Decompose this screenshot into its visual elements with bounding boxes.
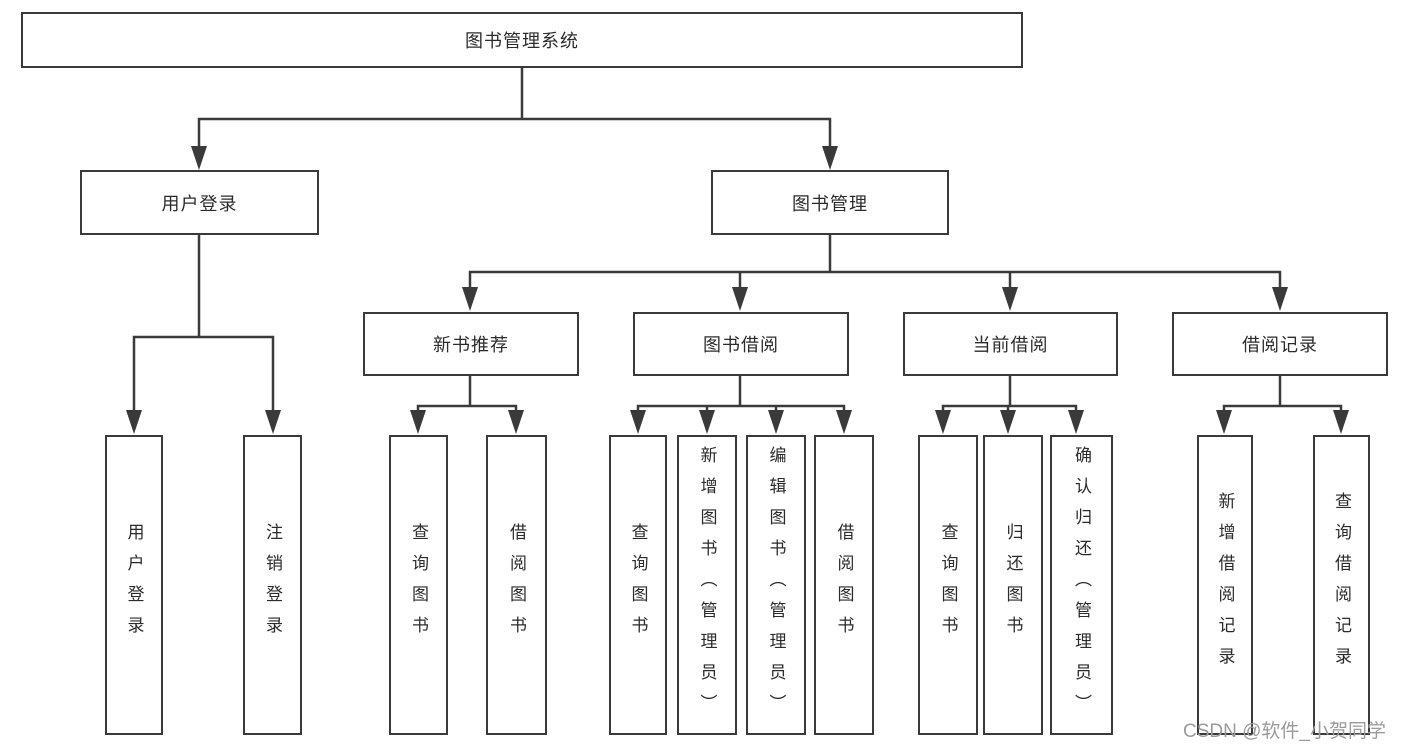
node-new-book-recommendation: 新书推荐 bbox=[363, 312, 579, 376]
arrowhead-to-user-login bbox=[191, 146, 207, 170]
leaf-logout: 注销登录 bbox=[243, 435, 302, 735]
leaf-confirm-return-admin: 确认归还（管理员） bbox=[1050, 435, 1113, 735]
leaf-return-books-label: 归还图书 bbox=[1003, 523, 1023, 647]
leaf-add-books-admin: 新增图书（管理员） bbox=[677, 435, 737, 735]
leaf-query-borrow-record: 查询借阅记录 bbox=[1313, 435, 1370, 735]
arrowhead-to-leaf-logout bbox=[265, 410, 281, 434]
leaf-query-books-1: 查询图书 bbox=[389, 435, 448, 735]
arrowhead-to-leaf-query-books-2 bbox=[630, 410, 646, 434]
arrowhead-to-leaf-edit-books bbox=[768, 410, 784, 434]
node-book-management: 图书管理 bbox=[711, 170, 949, 235]
arrowhead-to-new-book-recommendation bbox=[462, 287, 478, 311]
arrowhead-to-borrowing-records bbox=[1272, 287, 1288, 311]
arrowhead-to-current-borrowing bbox=[1002, 287, 1018, 311]
arrowhead-to-leaf-query-books-1 bbox=[410, 410, 426, 434]
leaf-confirm-return-admin-label: 确认归还（管理员） bbox=[1072, 445, 1091, 725]
arrowhead-to-leaf-add-books bbox=[699, 410, 715, 434]
leaf-user-login-label: 用户登录 bbox=[124, 523, 144, 647]
connector-book-borrowing-branch bbox=[636, 374, 846, 414]
connector-book-management-branch bbox=[468, 233, 1282, 291]
node-library-management-system: 图书管理系统 bbox=[21, 12, 1023, 68]
arrowhead-to-leaf-add-borrow-record bbox=[1216, 410, 1232, 434]
arrowhead-to-book-management bbox=[822, 146, 838, 170]
node-borrowing-records: 借阅记录 bbox=[1172, 312, 1388, 376]
node-borrowing-records-label: 借阅记录 bbox=[1242, 335, 1318, 355]
leaf-add-borrow-record: 新增借阅记录 bbox=[1197, 435, 1253, 735]
connector-new-book-recommendation-branch bbox=[416, 374, 518, 414]
arrowhead-to-leaf-borrow-books-1 bbox=[508, 410, 524, 434]
arrowhead-to-leaf-return-books bbox=[1000, 410, 1016, 434]
leaf-borrow-books-2: 借阅图书 bbox=[814, 435, 874, 735]
arrowhead-to-book-borrowing bbox=[732, 287, 748, 311]
node-book-borrowing-label: 图书借阅 bbox=[703, 335, 779, 355]
node-user-login: 用户登录 bbox=[80, 170, 319, 235]
csdn-watermark: CSDN @软件_小贺同学 bbox=[1183, 721, 1386, 742]
leaf-add-books-admin-label: 新增图书（管理员） bbox=[697, 445, 717, 725]
node-new-book-recommendation-label: 新书推荐 bbox=[433, 335, 509, 355]
leaf-edit-books-admin-label: 编辑图书（管理员） bbox=[766, 445, 786, 725]
leaf-query-books-2: 查询图书 bbox=[609, 435, 667, 735]
leaf-query-books-2-label: 查询图书 bbox=[628, 523, 648, 647]
leaf-query-books-1-label: 查询图书 bbox=[409, 523, 428, 647]
leaf-user-login: 用户登录 bbox=[105, 435, 163, 735]
node-current-borrowing: 当前借阅 bbox=[903, 312, 1118, 376]
arrowhead-to-leaf-query-books-3 bbox=[935, 410, 951, 434]
node-library-management-system-label: 图书管理系统 bbox=[465, 31, 579, 51]
leaf-return-books: 归还图书 bbox=[983, 435, 1043, 735]
connector-borrowing-records-branch bbox=[1222, 374, 1343, 414]
node-book-borrowing: 图书借阅 bbox=[633, 312, 849, 376]
arrowhead-to-leaf-query-borrow-record bbox=[1333, 410, 1349, 434]
leaf-query-borrow-record-label: 查询借阅记录 bbox=[1332, 492, 1351, 678]
arrowhead-to-leaf-borrow-books-2 bbox=[836, 410, 852, 434]
leaf-borrow-books-1: 借阅图书 bbox=[486, 435, 547, 735]
node-current-borrowing-label: 当前借阅 bbox=[972, 335, 1049, 355]
leaf-add-borrow-record-label: 新增借阅记录 bbox=[1215, 492, 1235, 678]
leaf-query-books-3-label: 查询图书 bbox=[938, 523, 958, 647]
connector-current-borrowing-branch bbox=[941, 374, 1078, 414]
leaf-query-books-3: 查询图书 bbox=[918, 435, 978, 735]
leaf-borrow-books-2-label: 借阅图书 bbox=[834, 523, 854, 647]
arrowhead-to-leaf-confirm-return bbox=[1068, 410, 1084, 434]
leaf-edit-books-admin: 编辑图书（管理员） bbox=[746, 435, 806, 735]
leaf-borrow-books-1-label: 借阅图书 bbox=[507, 523, 526, 647]
node-user-login-label: 用户登录 bbox=[161, 193, 238, 214]
connector-user-login-branch bbox=[132, 233, 275, 414]
leaf-logout-label: 注销登录 bbox=[263, 523, 282, 647]
connector-root-to-level2 bbox=[197, 66, 832, 150]
arrowhead-to-leaf-user-login bbox=[126, 410, 142, 434]
node-book-management-label: 图书管理 bbox=[792, 193, 868, 214]
